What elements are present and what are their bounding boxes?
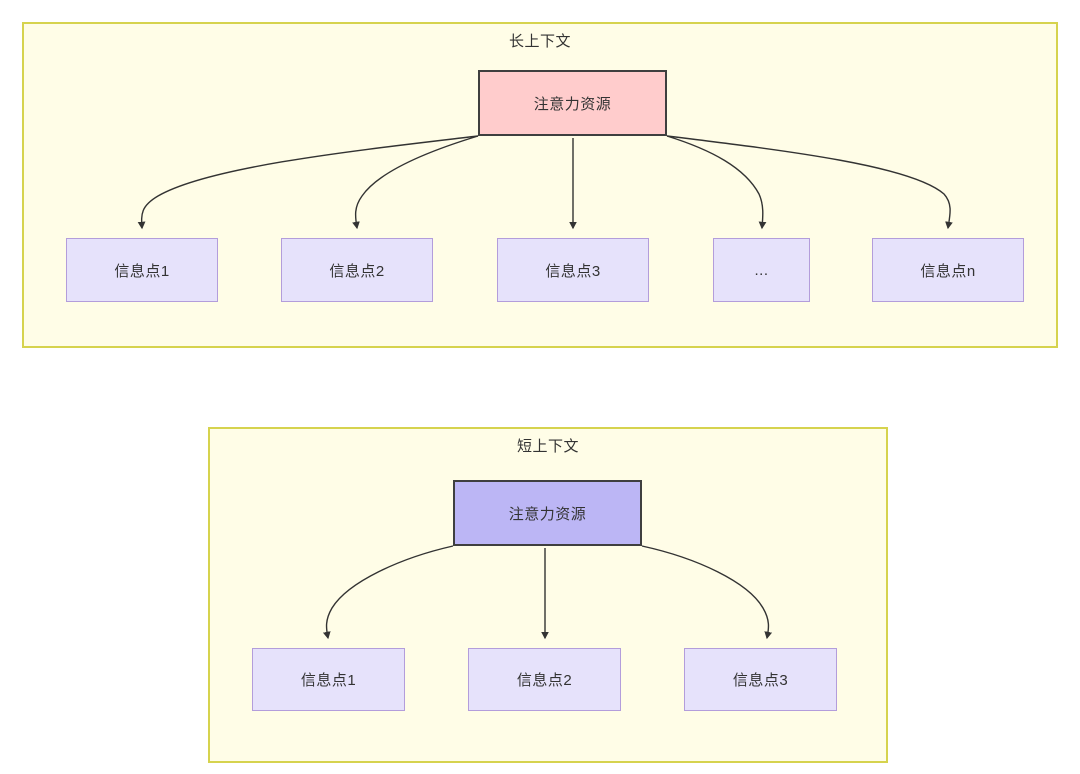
node-label: 注意力资源 <box>533 95 612 113</box>
group-short-context: 短上下文 <box>208 427 888 763</box>
group-long-context-title: 长上下文 <box>508 33 571 50</box>
node-long-info-point-n[interactable]: 信息点n <box>872 238 1024 302</box>
node-short-info-point-2[interactable]: 信息点2 <box>468 648 621 711</box>
node-label: 信息点3 <box>545 262 601 280</box>
node-short-info-point-3[interactable]: 信息点3 <box>684 648 837 711</box>
node-long-info-point-ellipsis[interactable]: ... <box>713 238 810 302</box>
node-label: ... <box>754 261 769 279</box>
node-label: 信息点1 <box>300 672 357 689</box>
node-label: 信息点n <box>920 262 976 280</box>
group-short-context-title: 短上下文 <box>516 438 579 455</box>
node-long-info-point-2[interactable]: 信息点2 <box>281 238 433 302</box>
node-label: 信息点2 <box>329 262 385 280</box>
node-label: 信息点1 <box>114 262 170 280</box>
node-long-attention-resource[interactable]: 注意力资源 <box>478 70 667 136</box>
node-long-info-point-1[interactable]: 信息点1 <box>66 238 218 302</box>
node-label: 注意力资源 <box>508 505 587 523</box>
node-label: 信息点2 <box>516 672 573 689</box>
node-label: 信息点3 <box>732 672 789 689</box>
node-short-info-point-1[interactable]: 信息点1 <box>252 648 405 711</box>
node-long-info-point-3[interactable]: 信息点3 <box>497 238 649 302</box>
node-short-attention-resource[interactable]: 注意力资源 <box>453 480 642 546</box>
